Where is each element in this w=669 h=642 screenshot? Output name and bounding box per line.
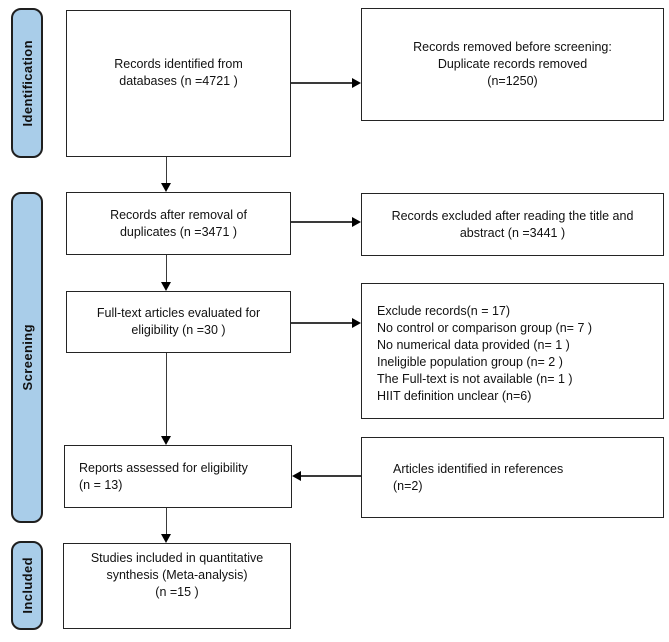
- arrowhead-left-icon: [292, 470, 301, 481]
- arrowhead-right-icon: [352, 77, 361, 88]
- arrowhead-down-icon: [160, 183, 171, 192]
- flow-box-exclude-records: Exclude records(n = 17) No control or co…: [361, 283, 664, 419]
- stage-label-included-text: Included: [19, 557, 35, 614]
- arrowhead-right-icon: [352, 317, 361, 328]
- arrowhead-down-icon: [160, 282, 171, 291]
- flow-box-reports-assessed: Reports assessed for eligibility (n = 13…: [64, 445, 292, 508]
- stage-label-included: Included: [11, 541, 43, 630]
- stage-label-identification-text: Identification: [19, 39, 35, 127]
- arrowhead-down-icon: [160, 534, 171, 543]
- flow-box-records-identified: Records identified from databases (n =47…: [66, 10, 291, 157]
- arrowhead-down-icon: [160, 436, 171, 445]
- stage-label-identification: Identification: [11, 8, 43, 158]
- flow-box-records-after-removal: Records after removal of duplicates (n =…: [66, 192, 291, 255]
- flow-box-records-excluded: Records excluded after reading the title…: [361, 193, 664, 256]
- flow-box-fulltext-evaluated: Full-text articles evaluated for eligibi…: [66, 291, 291, 353]
- arrowhead-right-icon: [352, 216, 361, 227]
- flow-box-records-removed: Records removed before screening: Duplic…: [361, 8, 664, 121]
- flow-box-articles-references: Articles identified in references (n=2): [361, 437, 664, 518]
- flow-box-studies-included: Studies included in quantitative synthes…: [63, 543, 291, 629]
- stage-label-screening-text: Screening: [19, 324, 35, 391]
- stage-label-screening: Screening: [11, 192, 43, 523]
